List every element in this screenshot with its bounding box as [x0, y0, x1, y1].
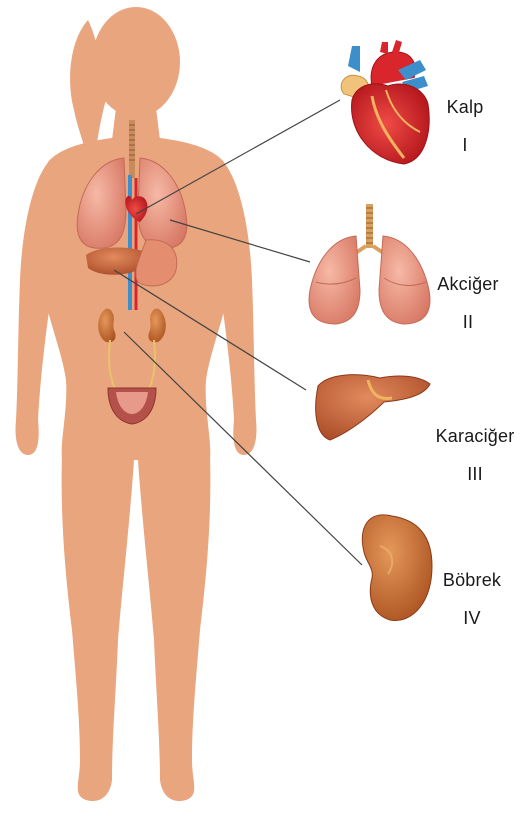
organ-name: Karaciğer: [425, 427, 525, 445]
organ-numeral: III: [425, 465, 525, 483]
organ-name: Kalp: [440, 98, 490, 116]
label-heart: Kalp I: [440, 98, 490, 154]
organ-numeral: I: [440, 136, 490, 154]
lungs-illustration: [309, 204, 430, 324]
organ-name: Böbrek: [432, 571, 512, 589]
kidney-illustration: [362, 515, 432, 621]
organ-numeral: II: [430, 313, 506, 331]
label-lung: Akciğer II: [430, 275, 506, 331]
heart-illustration: [341, 40, 429, 164]
liver-illustration: [316, 375, 430, 440]
label-liver: Karaciğer III: [425, 427, 525, 483]
organ-numeral: IV: [432, 609, 512, 627]
organ-name: Akciğer: [430, 275, 506, 293]
label-kidney: Böbrek IV: [432, 571, 512, 627]
